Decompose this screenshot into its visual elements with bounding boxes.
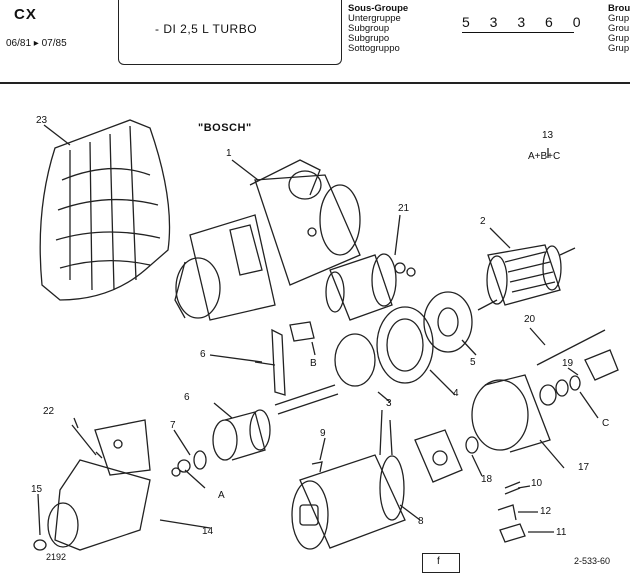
part-10 xyxy=(504,481,521,495)
part-label-8: 8 xyxy=(418,516,424,527)
drawing-number: 2192 xyxy=(46,552,67,562)
bearing xyxy=(465,436,479,454)
brand-label: "BOSCH" xyxy=(198,122,252,134)
subgroup-label-en: Subgroup xyxy=(348,23,390,34)
through-bolt xyxy=(536,329,606,366)
plug-b xyxy=(289,321,315,342)
subgroup-label-de: Untergruppe xyxy=(348,13,401,24)
part-label-23: 23 xyxy=(36,115,48,126)
part-label-12: 12 xyxy=(540,506,552,517)
bushing xyxy=(33,539,47,551)
part-label-11: 11 xyxy=(556,527,567,538)
date-range: 06/81 ▸ 07/85 xyxy=(6,38,67,49)
part-label-19: 19 xyxy=(562,358,574,369)
engine-label: - DI 2,5 L TURBO xyxy=(155,22,258,36)
page-mark: f xyxy=(437,556,440,567)
armature xyxy=(477,244,576,311)
part-label-4: 4 xyxy=(453,388,459,399)
part-label-3: 3 xyxy=(386,398,392,409)
bolt xyxy=(71,424,103,459)
shift-fork xyxy=(254,328,286,396)
brush xyxy=(499,523,526,543)
right-label-0: Brou xyxy=(608,3,630,14)
part-label-5: 5 xyxy=(470,357,476,368)
right-label-4: Grup xyxy=(608,43,630,54)
washer-c xyxy=(539,384,557,406)
part-label-14: 14 xyxy=(202,526,214,537)
part-label-22: 22 xyxy=(43,406,55,417)
part-label-6b: 6 xyxy=(184,392,190,403)
drive-shaft xyxy=(274,384,339,415)
part-label-18: 18 xyxy=(481,474,493,485)
solenoid xyxy=(325,253,416,321)
subgroup-code-underline xyxy=(462,32,574,33)
starter-motor-main xyxy=(174,159,361,321)
nose-housing xyxy=(47,419,151,551)
yoke xyxy=(291,454,406,550)
part-label-b: B xyxy=(310,358,317,369)
subgroup-label-fr: Sous-Groupe xyxy=(348,3,409,14)
subgroup-label-it: Sottogruppo xyxy=(348,43,400,54)
part-label-21: 21 xyxy=(398,203,410,214)
collar xyxy=(193,450,207,470)
part-label-10: 10 xyxy=(531,478,543,489)
right-label-1: Grup xyxy=(608,13,630,24)
end-bracket xyxy=(584,349,619,381)
part-label-17: 17 xyxy=(578,462,590,473)
reference-number: 2-533-60 xyxy=(574,556,611,566)
part-label-15: 15 xyxy=(31,484,43,495)
part-label-6a: 6 xyxy=(200,349,206,360)
engine-box xyxy=(118,0,342,65)
subgroup-label-es: Subgrupo xyxy=(348,33,390,44)
part-label-1: 1 xyxy=(226,148,232,159)
page-mark-box: f xyxy=(422,553,460,573)
part-label-c: C xyxy=(602,418,610,429)
brush-plate xyxy=(423,291,473,353)
part-label-7: 7 xyxy=(170,420,176,431)
header-divider xyxy=(0,82,630,84)
model-title: CX xyxy=(14,6,37,23)
subgroup-code: 5 3 3 6 0 xyxy=(462,14,589,30)
part-label-20: 20 xyxy=(524,314,536,325)
right-label-2: Grou xyxy=(608,23,630,34)
part-label-a: A xyxy=(218,490,225,501)
part-label-9: 9 xyxy=(320,428,326,439)
pinion xyxy=(212,409,271,461)
drive-plate xyxy=(334,333,376,387)
part-label-2: 2 xyxy=(480,216,486,227)
brush-holder xyxy=(414,429,463,483)
end-cap xyxy=(471,374,551,453)
clip xyxy=(311,461,323,473)
spring xyxy=(497,504,517,521)
part-label-abc: A+B+C xyxy=(528,151,561,162)
right-label-3: Grup xyxy=(608,33,630,44)
part-label-13: 13 xyxy=(542,130,554,141)
